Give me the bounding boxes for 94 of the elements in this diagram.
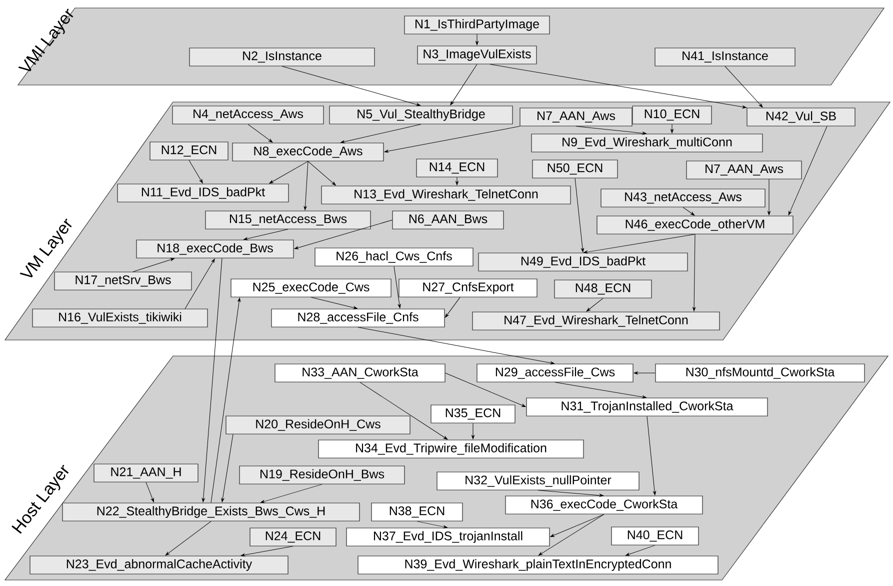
node-box: N36_execCode_CworkSta (505, 496, 703, 514)
arrow (358, 327, 555, 364)
arrow (682, 207, 695, 216)
arrow (646, 416, 656, 496)
arrow (692, 234, 696, 312)
arrow (394, 266, 401, 308)
node-box: N20_ResideOnH_Cws (226, 416, 410, 434)
arrow (165, 521, 212, 556)
node-box: N24_ECN (250, 528, 336, 546)
node-box: N13_Evd_Wireshark_TelnetConn (321, 186, 571, 204)
node-box: N48_ECN (554, 280, 652, 298)
node-box: N25_execCode_Cws (230, 278, 392, 298)
node-box: N40_ECN (611, 526, 699, 546)
arrow (445, 372, 526, 407)
node-box: N7_AAN_Aws (686, 160, 802, 180)
node-box: N9_Evd_Wireshark_multiConn (531, 134, 763, 152)
node-box: N42_Vul_SB (746, 108, 856, 126)
node-box: N47_Evd_Wireshark_TelnetConn (472, 312, 720, 330)
arrow (584, 234, 696, 254)
node-box: N34_Evd_Tripwire_fileModification (318, 440, 584, 458)
node-box: N16_VulExists_tikiwiki (32, 308, 208, 328)
arrow (210, 298, 241, 503)
node-box: N6_AAN_Bws (392, 210, 504, 230)
node-box: N41_IsInstance (654, 48, 796, 66)
node-box: N3_ImageVulExists (417, 46, 537, 64)
node-box: N30_nfsMountd_CworkSta (655, 364, 865, 382)
arrow (625, 545, 656, 556)
arrow (360, 382, 448, 440)
arrow (586, 298, 604, 312)
node-box: N50_ECN (532, 160, 618, 178)
node-box: N5_Vul_StealthyBridge (329, 106, 513, 124)
arrow (768, 179, 770, 216)
arrow (282, 66, 421, 106)
arrow (724, 66, 763, 108)
node-box: N39_Evd_Wireshark_plainTextInEncryptedConn (358, 556, 718, 574)
node-box: N31_TrojanInstalled_CworkSta (526, 398, 768, 416)
arrow (308, 161, 336, 186)
node-box: N10_ECN (632, 106, 712, 124)
arrow (294, 220, 392, 250)
arrow (260, 484, 322, 503)
node-box: N15_netAccess_Bws (205, 210, 371, 230)
node-box: N14_ECN (416, 158, 498, 178)
node-box: N8_execCode_Aws (232, 142, 384, 162)
node-box: N49_Evd_IDS_badPkt (478, 252, 688, 272)
arrow (476, 34, 478, 46)
arrow (450, 64, 478, 106)
node-box: N18_execCode_Bws (136, 240, 294, 258)
arrow (576, 126, 646, 135)
arrow (248, 124, 273, 142)
arrow (244, 229, 288, 240)
node-box: N33_AAN_CworkSta (274, 364, 446, 382)
arrow (472, 423, 474, 440)
arrow (554, 382, 647, 398)
node-box: N43_netAccess_Aws (600, 188, 766, 208)
arrow (538, 514, 604, 556)
arrow (221, 434, 234, 502)
node-box: N29_accessFile_Cws (476, 364, 634, 382)
arrow (384, 126, 520, 153)
node-box: N38_ECN (371, 502, 463, 522)
node-box: N26_hacl_Cws_Cnfs (314, 248, 474, 266)
arrow (304, 161, 308, 210)
node-box: N22_StealthyBridge_Exists_Bws_Cws_H (62, 502, 360, 522)
node-box: N21_AAN_H (94, 464, 198, 482)
arrow (550, 514, 604, 537)
node-box: N7_AAN_Aws (520, 108, 632, 126)
arrow (416, 521, 448, 528)
arrow (788, 126, 828, 216)
arrow (538, 490, 604, 497)
node-box: N23_Evd_abnormalCacheActivity (30, 556, 288, 574)
arrow (340, 124, 422, 144)
arrow (146, 482, 154, 502)
node-box: N35_ECN (430, 404, 516, 424)
node-box: N27_CnfsExport (398, 278, 538, 298)
arrow (269, 161, 308, 184)
node-box: N1_IsThirdPartyImage (404, 16, 550, 34)
node-box: N28_accessFile_Cnfs (271, 308, 445, 328)
arrow (188, 160, 203, 184)
node-box: N19_ResideOnH_Bws (239, 466, 405, 484)
node-box: N12_ECN (150, 142, 228, 160)
node-box: N17_netSrv_Bws (54, 272, 192, 290)
node-box: N4_netAccess_Aws (172, 106, 324, 124)
node-box: N11_Evd_IDS_badPkt (117, 184, 289, 202)
arrow (202, 258, 222, 502)
arrow (574, 178, 584, 252)
node-box: N2_IsInstance (189, 48, 375, 66)
arrow (184, 258, 215, 309)
node-box: N32_VulExists_nullPointer (436, 472, 640, 490)
arrow (670, 124, 674, 134)
arrow (634, 372, 656, 374)
arrow (490, 64, 747, 108)
node-box: N46_execCode_otherVM (596, 216, 794, 234)
arrow (456, 177, 458, 186)
arrow (445, 297, 460, 318)
node-box: N37_Evd_IDS_trojanInstall (346, 528, 550, 546)
